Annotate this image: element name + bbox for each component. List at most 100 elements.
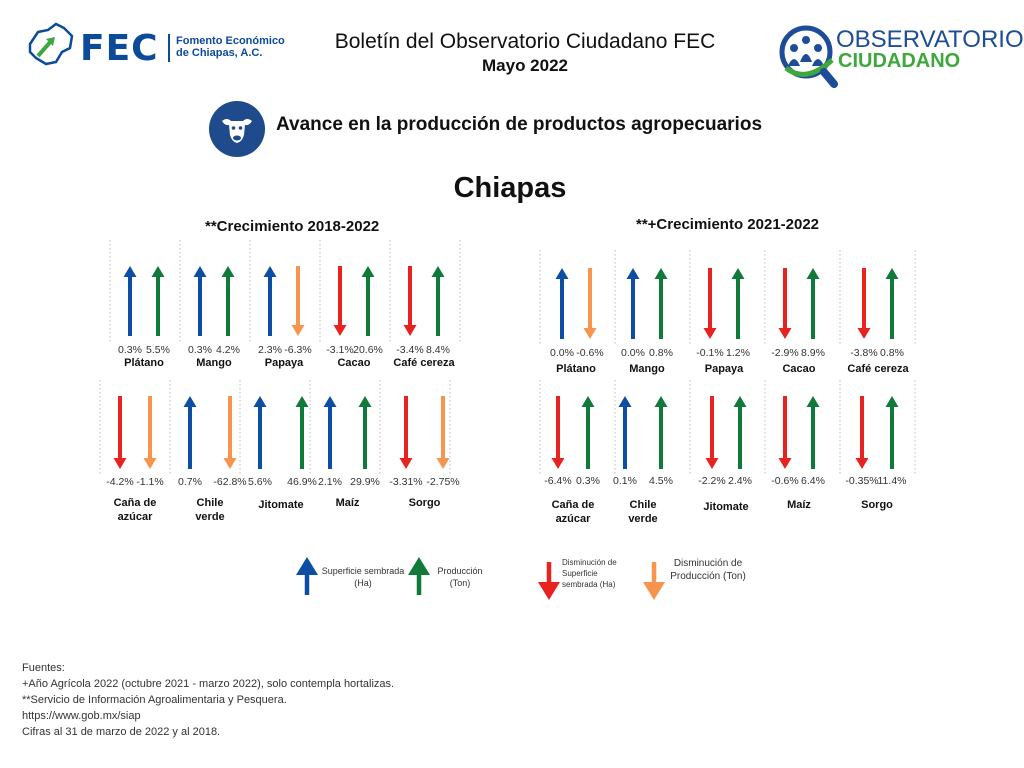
surface-arrow-mango [626,268,640,339]
surface-value-papaya: -0.1% [696,347,723,359]
production-value-jitomate: 46.9% [287,476,317,488]
production-value-papaya: -6.3% [284,344,311,356]
surface-value-cacao: -3.1% [326,344,353,356]
sources-line: **Servicio de Información Agroalimentari… [22,694,287,706]
fec-wordmark: FEC [80,28,159,69]
surface-arrow-papaya [703,268,717,339]
category-label-jitomate: Jitomate [258,499,303,511]
production-arrow-cana-de-azucar [581,396,595,469]
category-label-chile-verde: Chile [630,499,657,511]
surface-value-cafe-cereza: -3.4% [396,344,423,356]
surface-value-jitomate: 5.6% [248,476,272,488]
category-label-maiz: Maíz [787,499,811,511]
production-arrow-chile-verde [223,396,237,469]
category-label-cacao: Cacao [337,357,370,369]
surface-arrow-sorgo [855,396,869,469]
production-value-chile-verde: -62.8% [213,476,246,488]
fec-full-name-line-1: Fomento Económico [176,35,285,47]
chiapas-map-icon [28,22,74,66]
bulletin-title: Boletín del Observatorio Ciudadano FEC [334,30,716,53]
surface-value-platano: 0.0% [550,347,574,359]
production-arrow-cacao [361,266,375,336]
production-value-sorgo: 11.4% [878,475,907,487]
production-arrow-maiz [806,396,820,469]
category-label-chile-verde-line-2: verde [195,511,224,523]
category-label-platano: Plátano [556,363,596,375]
surface-value-sorgo: -3.31% [389,476,422,488]
surface-arrow-cafe-cereza [857,268,871,339]
production-arrow-cana-de-azucar [143,396,157,469]
panel-title-2018-2022: **Crecimiento 2018-2022 [205,218,380,235]
production-value-cacao: 20.6% [353,344,383,356]
surface-arrow-platano [123,266,137,336]
fec-separator [168,34,170,62]
panel-title-2021-2022: **+Crecimiento 2021-2022 [636,216,820,233]
production-arrow-chile-verde [654,396,668,469]
state-title: Chiapas [453,172,567,204]
surface-arrow-cafe-cereza [403,266,417,336]
production-value-sorgo: -2.75% [426,476,459,488]
surface-value-chile-verde: 0.1% [613,475,637,487]
category-label-sorgo: Sorgo [409,497,441,509]
observatorio-word: OBSERVATORIO [836,26,1024,53]
bulletin-date: Mayo 2022 [482,56,568,75]
legend-surface-up-arrow [296,557,318,595]
production-value-maiz: 29.9% [350,476,380,488]
production-arrow-papaya [291,266,305,336]
production-value-cana-de-azucar: -1.1% [136,476,163,488]
production-value-mango: 0.8% [649,347,673,359]
production-arrow-cacao [806,268,820,339]
category-label-chile-verde: Chile [197,497,224,509]
production-arrow-maiz [358,396,372,469]
production-value-mango: 4.2% [216,344,240,356]
surface-value-maiz: -0.6% [771,475,798,487]
surface-arrow-chile-verde [183,396,197,469]
production-value-cacao: 8.9% [801,347,825,359]
production-arrow-jitomate [295,396,309,469]
section-title: Avance en la producción de productos agr… [276,114,763,135]
surface-value-mango: 0.3% [188,344,212,356]
surface-value-jitomate: -2.2% [698,475,725,487]
sources-line: +Año Agrícola 2022 (octubre 2021 - marzo… [22,678,395,690]
surface-value-cana-de-azucar: -4.2% [106,476,133,488]
surface-value-cafe-cereza: -3.8% [850,347,877,359]
surface-value-papaya: 2.3% [258,344,282,356]
surface-value-cana-de-azucar: -6.4% [544,475,571,487]
legend-production-down-arrow [643,562,665,600]
production-arrow-platano [151,266,165,336]
surface-arrow-maiz [778,396,792,469]
category-label-papaya: Papaya [705,363,744,375]
cow-head-icon [209,101,265,157]
category-label-platano: Plátano [124,357,164,369]
production-arrow-cafe-cereza [431,266,445,336]
surface-arrow-papaya [263,266,277,336]
production-arrow-sorgo [885,396,899,469]
surface-value-chile-verde: 0.7% [178,476,202,488]
fec-full-name-line-2: de Chiapas, A.C. [176,47,263,59]
surface-arrow-maiz [323,396,337,469]
surface-value-sorgo: -0.35% [845,475,878,487]
production-arrow-papaya [731,268,745,339]
surface-arrow-cacao [778,268,792,339]
category-label-cacao: Cacao [782,363,815,375]
surface-arrow-jitomate [253,396,267,469]
production-value-cafe-cereza: 8.4% [426,344,450,356]
production-arrow-mango [221,266,235,336]
production-value-chile-verde: 4.5% [649,475,673,487]
legend-surface-down-arrow [538,562,560,600]
category-label-cana-de-azucar: Caña de [552,499,595,511]
category-label-chile-verde-line-2: verde [628,513,657,525]
sources: Fuentes: +Año Agrícola 2022 (octubre 202… [22,660,394,740]
category-label-cana-de-azucar: Caña de [114,497,157,509]
category-label-jitomate: Jitomate [703,501,748,513]
surface-value-platano: 0.3% [118,344,142,356]
surface-arrow-chile-verde [618,396,632,469]
surface-arrow-platano [555,268,569,339]
surface-arrow-mango [193,266,207,336]
production-value-papaya: 1.2% [726,347,750,359]
surface-arrow-cacao [333,266,347,336]
production-value-jitomate: 2.4% [728,475,752,487]
surface-arrow-cana-de-azucar [113,396,127,469]
